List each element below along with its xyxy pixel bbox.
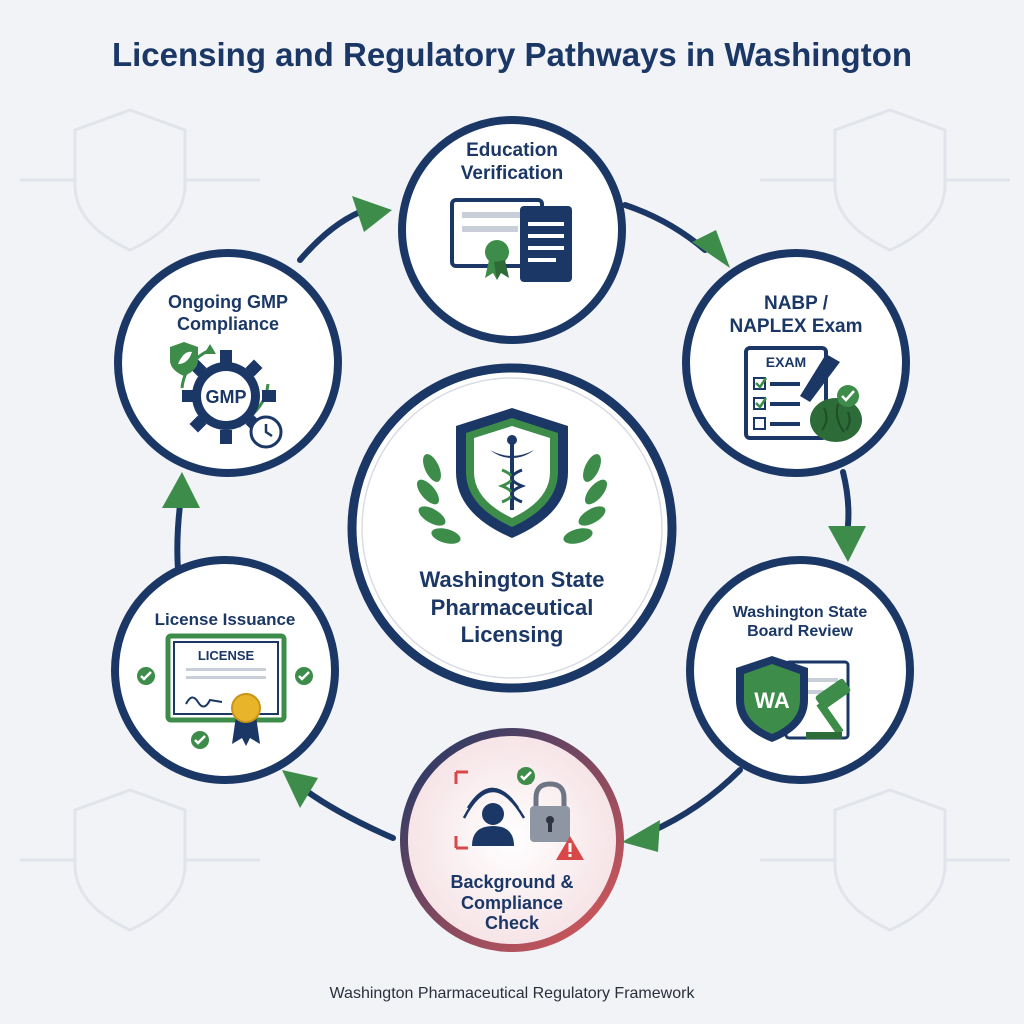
step-label-line: NAPLEX Exam <box>729 315 863 337</box>
step-label-line: Check <box>484 913 540 934</box>
connector-naplex-to-board <box>840 469 852 528</box>
gmp-gear-cycle-icon: GMP <box>170 342 283 449</box>
brain-icon <box>810 398 862 442</box>
center-label-line: Licensing <box>460 622 564 647</box>
gold-seal-icon <box>231 693 261 723</box>
step-label-license-issuance: License Issuance <box>125 610 325 630</box>
cycle-connectors <box>174 202 852 841</box>
step-label-background-check: Background & Compliance Check <box>422 872 602 934</box>
exam-badge-text: EXAM <box>766 354 806 370</box>
diploma-document-icon <box>450 198 572 282</box>
step-node-gmp-compliance: GMP <box>114 249 342 477</box>
center-label-line: Washington State <box>419 567 605 592</box>
wa-shield-gavel-icon: WA <box>736 656 851 742</box>
center-hub <box>347 363 677 693</box>
step-label-line: License Issuance <box>154 610 296 629</box>
cycle-arrowheads <box>162 196 866 852</box>
step-label-education: Education Verification <box>412 140 612 186</box>
step-label-line: Ongoing GMP <box>168 292 288 312</box>
arrow-right-icon <box>352 196 392 232</box>
step-label-board-review: Washington State Board Review <box>700 603 900 641</box>
exam-checklist-brain-icon: EXAM <box>744 346 862 442</box>
footer-caption: Washington Pharmaceutical Regulatory Fra… <box>329 985 695 1002</box>
license-badge-text: LICENSE <box>198 648 255 663</box>
pencil-icon <box>800 354 840 402</box>
arrow-up-icon <box>162 472 200 508</box>
background-decoration <box>20 108 1010 932</box>
step-label-line: Washington State <box>732 604 868 621</box>
step-label-line: Board Review <box>747 623 853 641</box>
arrow-down-icon <box>828 526 866 562</box>
person-icon <box>482 803 504 825</box>
connector-education-to-naplex <box>622 202 708 253</box>
arrow-right-icon <box>692 230 730 268</box>
step-label-gmp-compliance: Ongoing GMP Compliance <box>128 292 328 335</box>
step-label-line: Compliance <box>460 892 564 913</box>
arrow-left-icon <box>622 820 660 852</box>
step-label-line: Verification <box>460 162 564 184</box>
connector-background-to-license <box>302 787 396 841</box>
step-label-naplex: NABP / NAPLEX Exam <box>696 293 896 339</box>
connector-license-to-gmp <box>174 502 183 573</box>
license-certificate-icon: LICENSE <box>137 633 313 749</box>
step-node-education <box>398 116 626 344</box>
center-label-line: Pharmaceutical <box>430 594 594 620</box>
center-hub-label: Washington State Pharmaceutical Licensin… <box>382 566 642 649</box>
caduceus-shield-icon <box>456 408 568 538</box>
step-label-line: NABP / <box>763 293 829 314</box>
step-node-naplex: EXAM <box>682 249 910 477</box>
step-label-line: Compliance <box>176 313 280 334</box>
gmp-badge-text: GMP <box>205 387 246 407</box>
fingerprint-lock-icon <box>454 767 584 860</box>
step-label-line: Education <box>466 140 558 161</box>
step-label-line: Background & <box>450 872 574 892</box>
connector-board-to-background <box>647 767 743 835</box>
step-node-license-issuance: LICENSE <box>111 556 339 784</box>
connector-gmp-to-education <box>297 209 363 263</box>
signature-icon <box>185 696 223 708</box>
laurel-wreath-icon <box>416 454 608 544</box>
page-title: Licensing and Regulatory Pathways in Was… <box>111 36 913 73</box>
wa-badge-text: WA <box>754 688 790 713</box>
step-node-background-check <box>400 728 624 952</box>
gavel-icon <box>806 678 851 739</box>
arrow-left-icon <box>282 770 318 808</box>
step-node-board-review: WA <box>686 556 914 784</box>
